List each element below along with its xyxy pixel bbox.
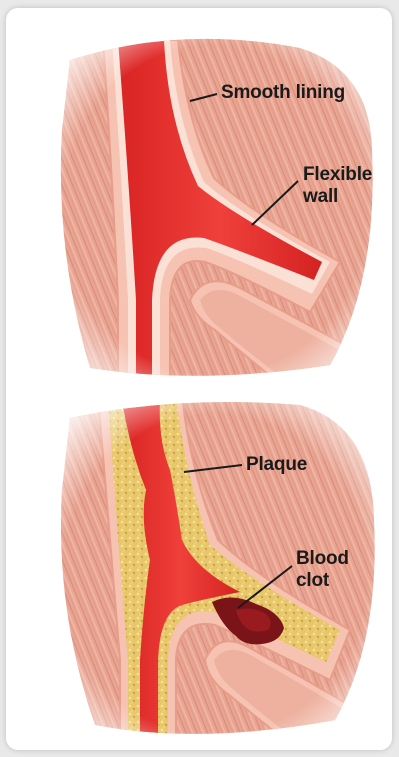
label-blood-clot: Blood clot [296,548,376,592]
label-plaque: Plaque [246,454,307,476]
label-flexible-wall: Flexible wall [303,164,393,208]
label-smooth-lining: Smooth lining [221,82,345,104]
healthy-artery-panel [40,20,390,400]
